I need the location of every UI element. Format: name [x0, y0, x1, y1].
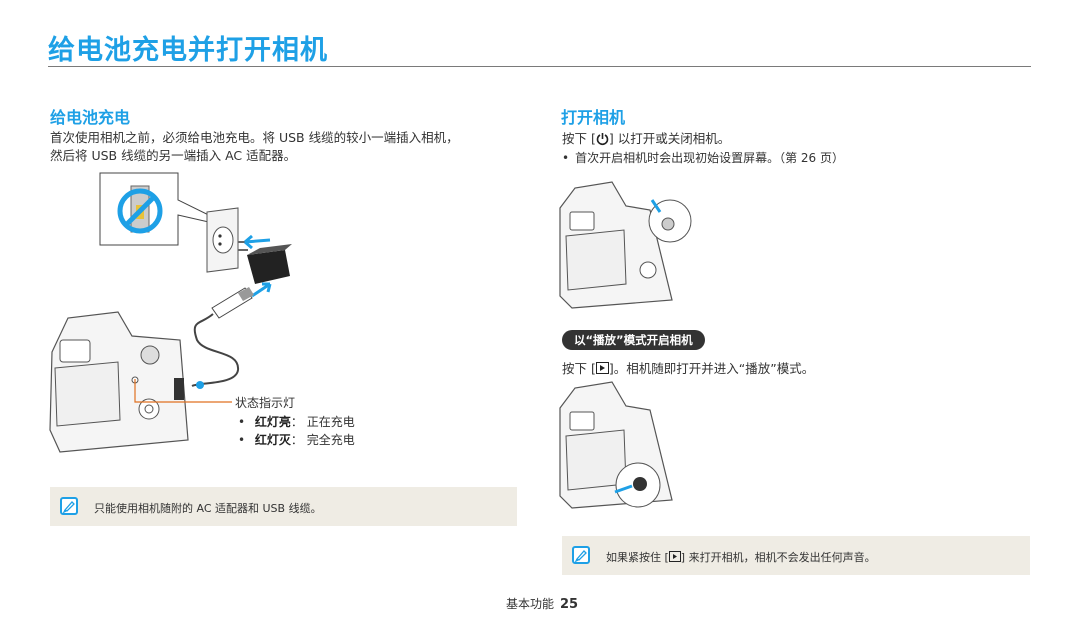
note-icon: [60, 497, 78, 515]
no-sign-icon: [117, 188, 163, 234]
charge-paragraph: 首次使用相机之前，必须给电池充电。将 USB 线缆的较小一端插入相机， 然后将 …: [50, 129, 520, 165]
indicator-bullet-2-term: 红灯灭: [254, 433, 291, 447]
ac-adapter: [238, 241, 292, 284]
indicator-bullet-1-term: 红灯亮: [254, 415, 291, 429]
no-plug-callout: [99, 172, 236, 246]
power-instruction-prefix: 按下 [: [562, 131, 596, 146]
play-icon: [668, 551, 681, 562]
power-icon: [596, 133, 609, 146]
charge-paragraph-line1: 首次使用相机之前，必须给电池充电。将 USB 线缆的较小一端插入相机，: [50, 130, 459, 145]
indicator-bullet-1: 红灯亮： 正在充电: [238, 413, 355, 431]
title-divider: [48, 66, 1031, 67]
usb-cable: [191, 313, 240, 387]
camera-play-illustration: [559, 381, 673, 509]
usb-plug: [211, 287, 254, 319]
indicator-label: 状态指示灯: [235, 396, 296, 410]
power-instruction-suffix: ] 以打开或关闭相机。: [608, 131, 731, 146]
indicator-bullet-2-desc: 完全充电: [306, 433, 355, 447]
play-mode-pill: 以“播放”模式开启相机: [562, 330, 705, 350]
footer-section: 基本功能: [506, 597, 555, 611]
silent-note-suffix: ] 来打开相机，相机不会发出任何声音。: [680, 551, 876, 564]
play-instruction: 按下 [ ]。相机随即打开并进入“播放”模式。: [562, 360, 814, 378]
indicator-bullet-1-desc: 正在充电: [306, 415, 355, 429]
charge-paragraph-line2: 然后将 USB 线缆的另一端插入 AC 适配器。: [50, 148, 297, 163]
silent-start-note: 如果紧按住 [ ] 来打开相机，相机不会发出任何声音。: [562, 536, 1030, 575]
play-instruction-prefix: 按下 [: [562, 361, 596, 376]
initial-setup-bullet: 首次开启相机时会出现初始设置屏幕。（第 26 页）: [562, 149, 844, 167]
camera-power-illustration: [559, 181, 692, 309]
charging-note: 只能使用相机随附的 AC 适配器和 USB 线缆。: [50, 487, 517, 526]
note-icon: [572, 546, 590, 564]
camera-back-left: [49, 311, 189, 453]
page-title: 给电池充电并打开相机: [48, 35, 328, 66]
power-instruction: 按下 [ ] 以打开或关闭相机。: [562, 130, 730, 148]
play-instruction-suffix: ]。相机随即打开并进入“播放”模式。: [608, 361, 815, 376]
play-icon: [595, 362, 609, 374]
wall-socket: [206, 207, 239, 273]
page-number: 25: [560, 597, 579, 612]
silent-start-note-text: 如果紧按住 [ ] 来打开相机，相机不会发出任何声音。: [606, 549, 876, 565]
charge-heading: 给电池充电: [50, 108, 131, 127]
charging-note-text: 只能使用相机随附的 AC 适配器和 USB 线缆。: [94, 502, 322, 515]
power-on-heading: 打开相机: [561, 108, 626, 127]
silent-note-prefix: 如果紧按住 [: [606, 551, 669, 564]
indicator-bullet-2: 红灯灭： 完全充电: [238, 431, 355, 449]
indicator-leader-line: [134, 379, 232, 403]
page-footer: 基本功能 25: [506, 595, 578, 612]
